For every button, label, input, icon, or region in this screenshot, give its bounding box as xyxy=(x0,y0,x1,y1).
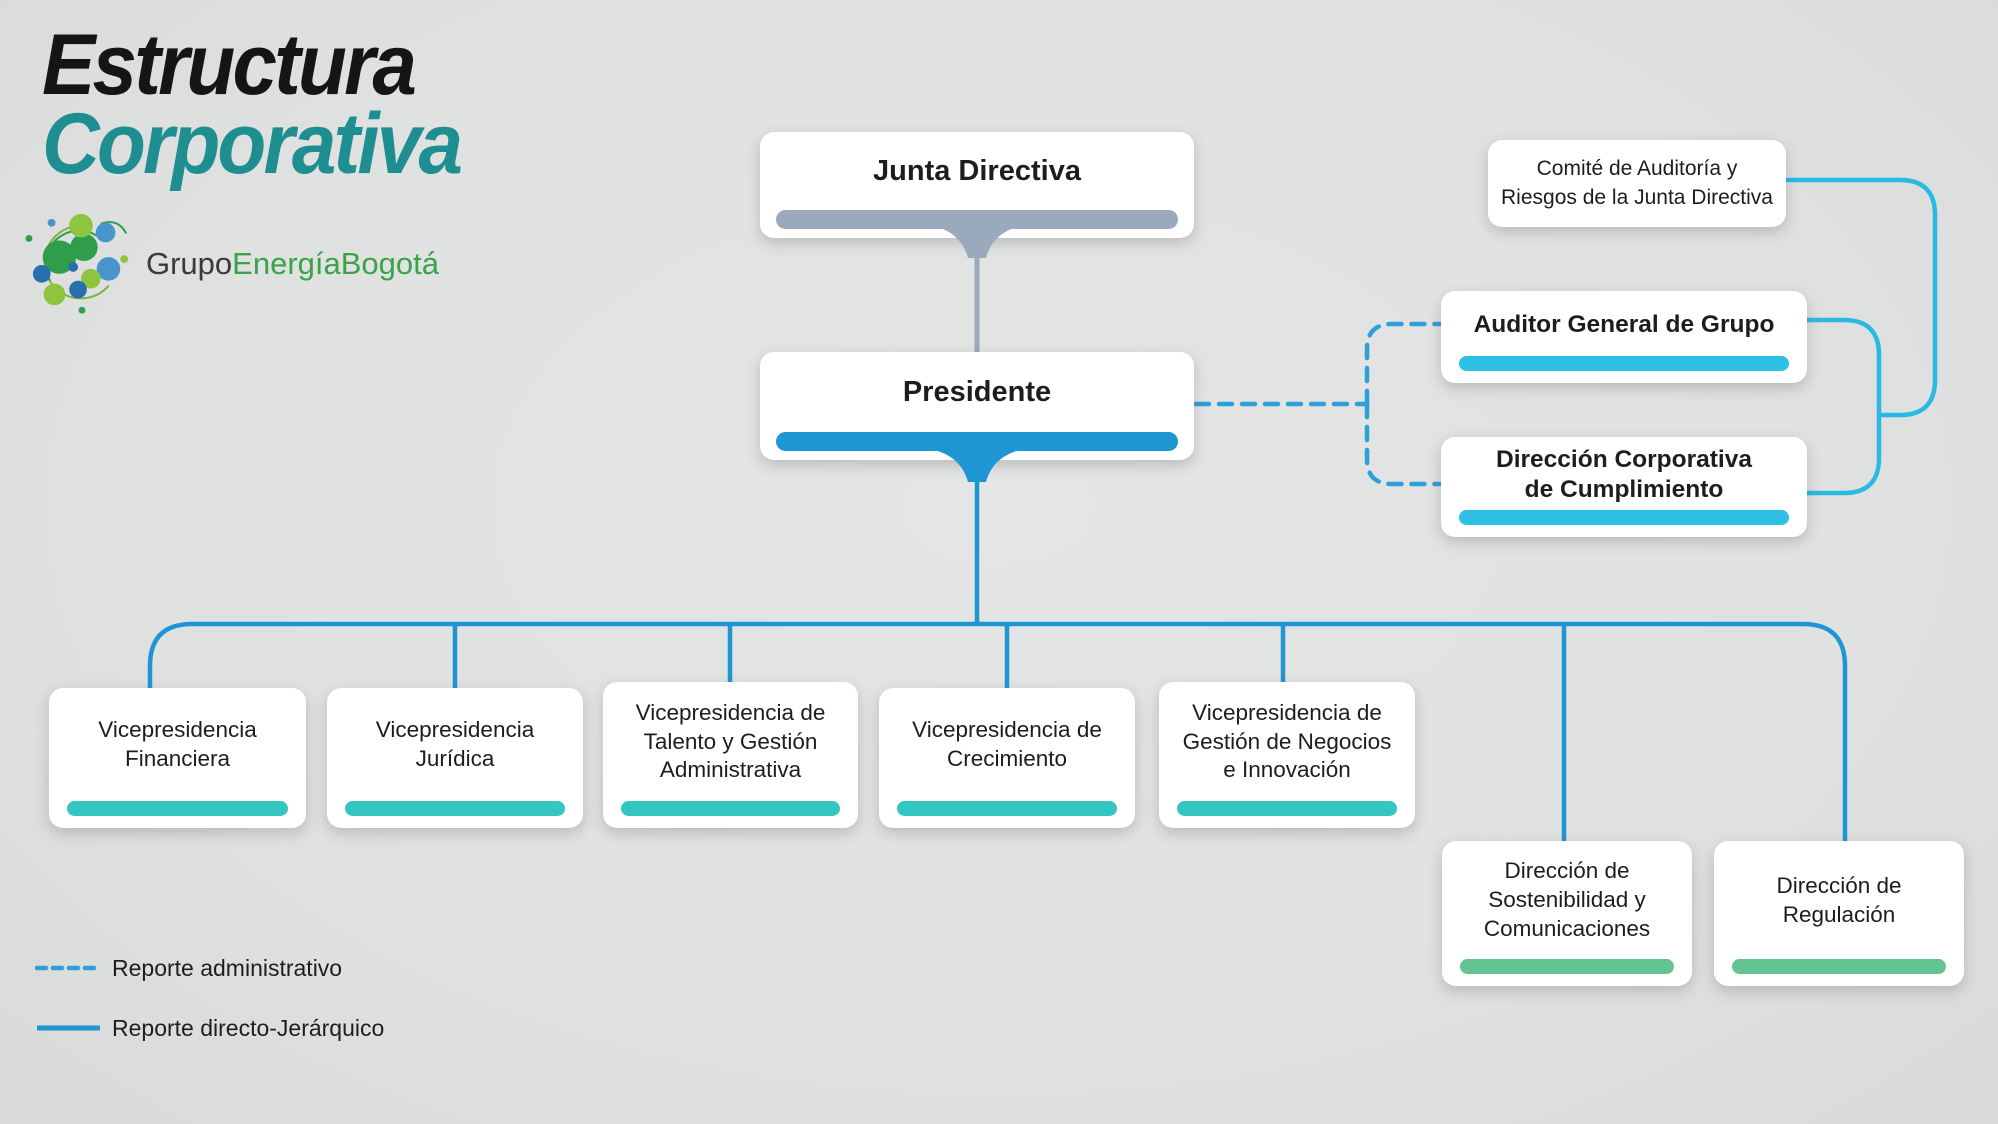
node-label: Junta Directiva xyxy=(873,154,1081,187)
node-underline-bar xyxy=(1460,959,1674,974)
node-label: Vicepresidencia xyxy=(375,717,535,743)
vp-tree-drops xyxy=(452,624,1567,843)
node-junta-directiva: Junta Directiva xyxy=(760,132,1194,238)
node-label: Administrativa xyxy=(659,757,802,783)
node-label: e Innovación xyxy=(1223,757,1351,783)
node-underline-bar xyxy=(897,801,1117,816)
node-dir-regulacion: Dirección de Regulación xyxy=(1714,841,1964,986)
page-title: Estructura Corporativa xyxy=(42,17,463,193)
node-underline-bar xyxy=(1459,510,1789,525)
node-underline-bar xyxy=(776,210,1178,229)
node-dir-sostenibilidad: Dirección de Sostenibilidad y Comunicaci… xyxy=(1442,841,1692,986)
node-label: Talento y Gestión xyxy=(643,728,818,754)
node-label: Financiera xyxy=(124,746,231,771)
admin-dashed-to-auditor xyxy=(1364,321,1446,407)
node-vp-juridica: Vicepresidencia Jurídica xyxy=(327,688,583,828)
node-label: Vicepresidencia xyxy=(98,717,257,743)
node-label: Presidente xyxy=(902,375,1052,408)
node-label: Comité de Auditoría y xyxy=(1536,157,1738,181)
node-label: Jurídica xyxy=(415,746,495,771)
node-underline-bar xyxy=(1177,801,1397,816)
node-label: Dirección de xyxy=(1776,872,1902,898)
geb-logo-text: GrupoEnergíaBogotá xyxy=(146,246,439,282)
node-vp-financiera: Vicepresidencia Financiera xyxy=(49,688,306,828)
node-underline-bar xyxy=(1732,959,1946,974)
node-label: Riesgos de la Junta Directiva xyxy=(1501,185,1773,209)
node-label: Dirección Corporativa xyxy=(1496,446,1752,474)
node-label: Crecimiento xyxy=(946,746,1068,771)
node-auditor-general: Auditor General de Grupo xyxy=(1441,291,1807,383)
logo-text-energia-bogota: EnergíaBogotá xyxy=(232,246,439,281)
node-vp-talento: Vicepresidencia de Talento y Gestión Adm… xyxy=(603,682,858,828)
node-label: Auditor General de Grupo xyxy=(1473,311,1775,339)
comite-loop-line xyxy=(1784,177,1938,418)
legend-direct-label: Reporte directo-Jerárquico xyxy=(112,1015,385,1041)
node-underline-bar xyxy=(67,801,288,816)
page-title-line2: Corporativa xyxy=(42,96,463,193)
node-underline-bar xyxy=(345,801,565,816)
node-label: Vicepresidencia de xyxy=(635,699,826,725)
logo-text-grupo: Grupo xyxy=(146,246,233,281)
node-label: Regulación xyxy=(1782,901,1896,927)
admin-dashed-to-cumplimiento xyxy=(1364,401,1446,487)
vp-tree-line xyxy=(147,621,1848,843)
node-underline-bar xyxy=(776,432,1178,451)
node-vp-crecimiento: Vicepresidencia de Crecimiento xyxy=(879,688,1135,828)
geb-logo: GrupoEnergíaBogotá xyxy=(22,210,439,318)
node-label: de Cumplimiento xyxy=(1524,476,1724,503)
node-vp-negocios-innovacion: Vicepresidencia de Gestión de Negocios e… xyxy=(1159,682,1415,828)
node-label: Vicepresidencia de xyxy=(1192,699,1382,725)
node-label: Dirección de xyxy=(1504,858,1630,884)
node-underline-bar xyxy=(1459,356,1789,371)
node-direccion-cumplimiento: Dirección Corporativa de Cumplimiento xyxy=(1441,437,1807,537)
legend-administrative-label: Reporte administrativo xyxy=(112,955,343,981)
node-comite-auditoria: Comité de Auditoría y Riesgos de la Junt… xyxy=(1488,140,1786,227)
node-label: Comunicaciones xyxy=(1483,915,1651,941)
node-presidente: Presidente xyxy=(760,352,1194,460)
node-label: Gestión de Negocios xyxy=(1182,728,1392,754)
auditor-cumplimiento-loop-line xyxy=(1805,317,1882,496)
node-label: Sostenibilidad y xyxy=(1488,887,1646,913)
page-title-line1: Estructura xyxy=(42,17,417,113)
node-underline-bar xyxy=(621,801,840,816)
geb-logo-mark-icon xyxy=(25,213,129,314)
node-label: Vicepresidencia de xyxy=(912,717,1102,743)
